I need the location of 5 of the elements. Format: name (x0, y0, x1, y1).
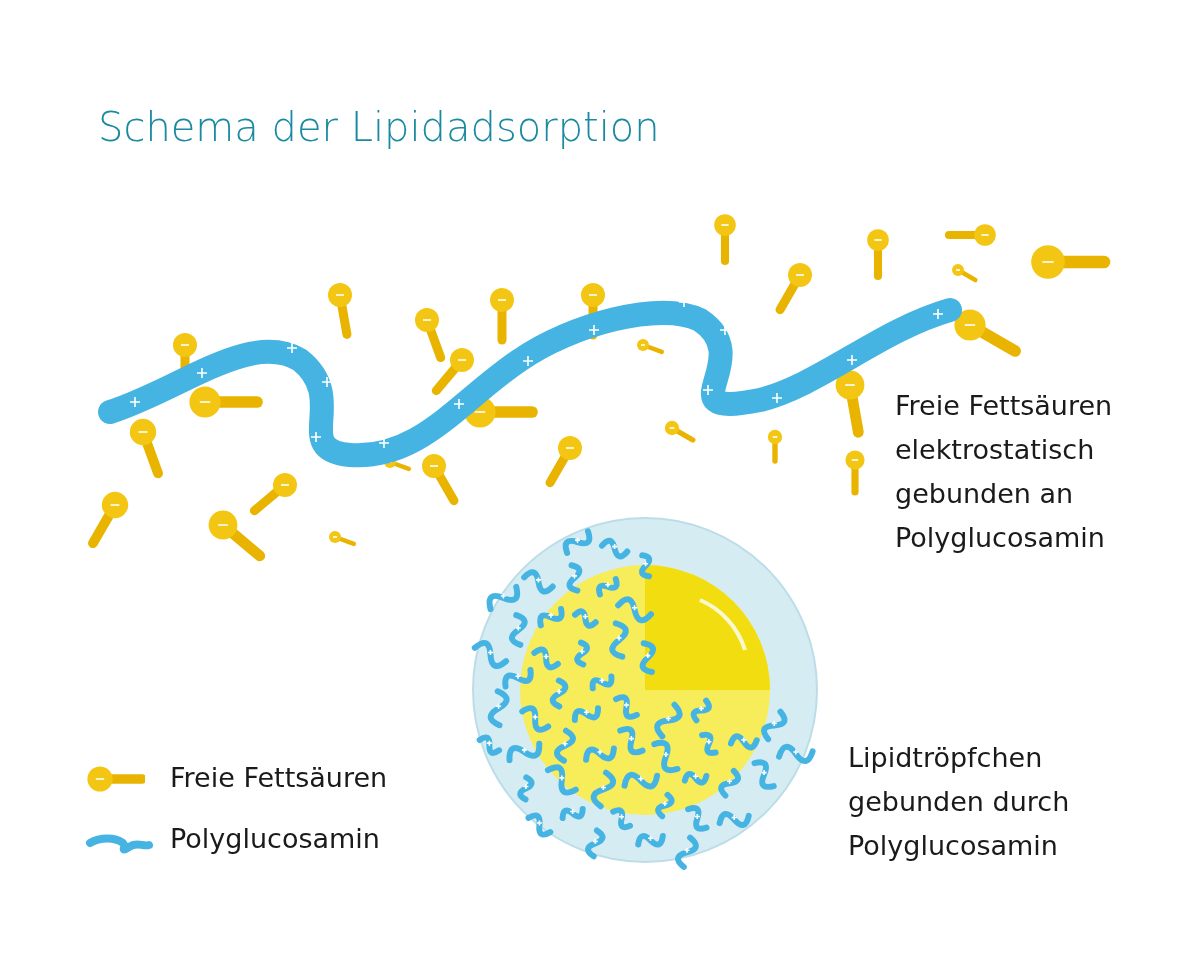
legend-label: Freie Fettsäuren (170, 762, 388, 793)
legend-label: Polyglucosamin (170, 823, 380, 854)
annotation-text: Freie Fettsäuren elektrostatisch gebunden an Polyglucosamin (895, 389, 1114, 555)
diagram-title: Schema der Lipidadsorption (98, 104, 660, 150)
annotation-text: Lipidtröpfchen gebunden durch Polyglucosamin (848, 741, 1071, 863)
